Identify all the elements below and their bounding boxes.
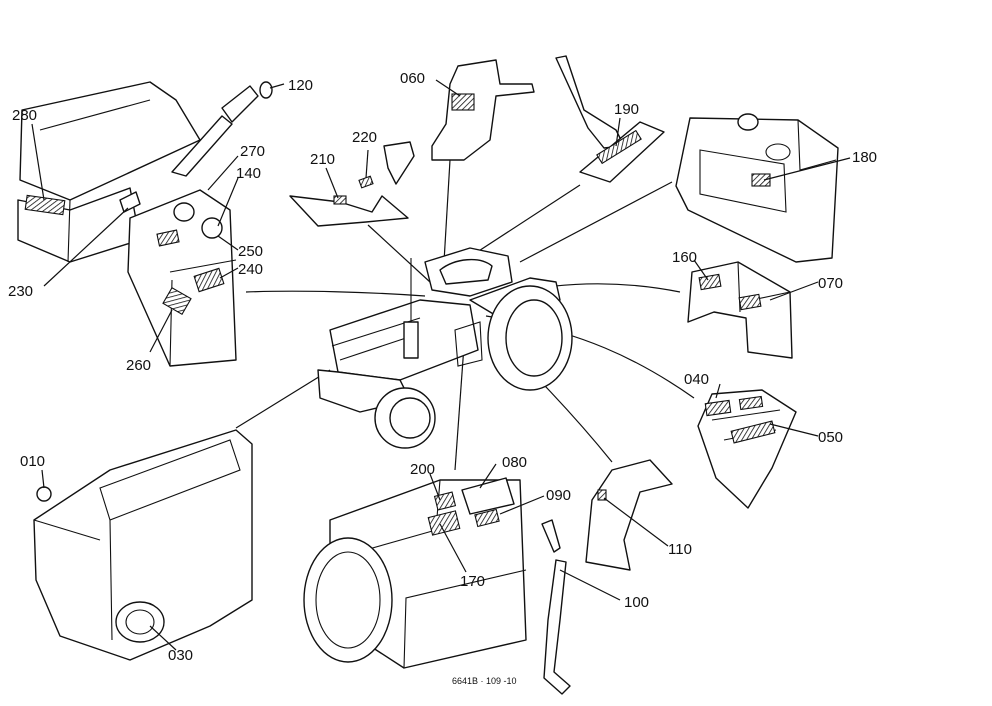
callout-200: 200 <box>410 461 435 478</box>
callout-180: 180 <box>852 149 877 166</box>
seat-cover <box>697 389 797 509</box>
callout-250: 250 <box>238 243 263 260</box>
callout-230: 230 <box>8 283 33 300</box>
callout-270: 270 <box>240 143 265 160</box>
pedal-assembly <box>289 141 415 227</box>
engine <box>33 429 253 661</box>
leader-lines <box>235 159 695 471</box>
drawing-code: 6641B · 109 -10 <box>452 676 517 686</box>
shield-panel <box>687 261 793 359</box>
shift-lever <box>541 519 571 695</box>
callout-030: 030 <box>168 647 193 664</box>
callout-210: 210 <box>310 151 335 168</box>
callout-260: 260 <box>126 357 151 374</box>
dashboard-hood <box>17 81 201 263</box>
callout-190: 190 <box>614 101 639 118</box>
dash-panel <box>127 189 237 367</box>
callout-070: 070 <box>818 275 843 292</box>
transmission <box>303 477 527 669</box>
callout-220: 220 <box>352 129 377 146</box>
callout-100: 100 <box>624 594 649 611</box>
callout-120: 120 <box>288 77 313 94</box>
fender-bracket <box>431 59 535 161</box>
callout-090: 090 <box>546 487 571 504</box>
callout-280: 280 <box>12 107 37 124</box>
callout-240: 240 <box>238 261 263 278</box>
callout-040: 040 <box>684 371 709 388</box>
lever-190 <box>555 55 665 183</box>
callout-050: 050 <box>818 429 843 446</box>
tractor <box>317 247 573 449</box>
callout-060: 060 <box>400 70 425 87</box>
callout-010: 010 <box>20 453 45 470</box>
callout-leaders <box>31 79 851 651</box>
callout-110: 110 <box>668 541 692 558</box>
callout-160: 160 <box>672 249 697 266</box>
fuel-tank <box>675 113 839 263</box>
callout-140: 140 <box>236 165 261 182</box>
callout-080: 080 <box>502 454 527 471</box>
step-bracket <box>585 459 673 571</box>
callout-170: 170 <box>460 573 485 590</box>
key-lever <box>171 81 273 177</box>
callout-labels: 010 030 040 050 060 070 080 090 100 110 … <box>8 70 877 686</box>
